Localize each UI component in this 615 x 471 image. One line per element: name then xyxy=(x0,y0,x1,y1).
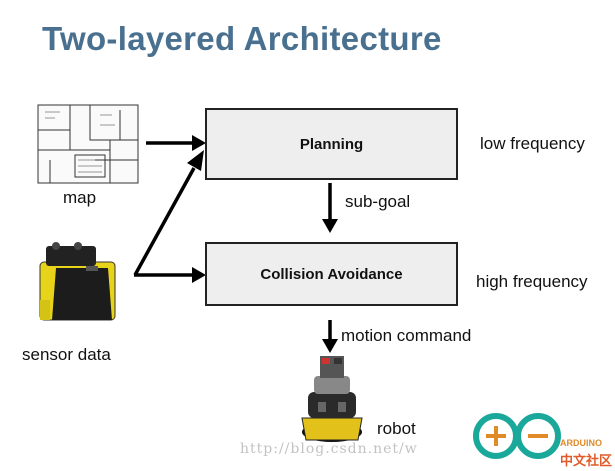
arrow-sensor-to-planning xyxy=(133,167,196,276)
watermark-url: http://blog.csdn.net/w xyxy=(240,441,418,457)
robot-label: robot xyxy=(377,419,416,438)
sub-goal-label: sub-goal xyxy=(345,192,411,211)
high-frequency-label: high frequency xyxy=(476,272,588,291)
arrow-head-sensor xyxy=(192,267,206,283)
arrows xyxy=(133,135,338,353)
map-floorplan-image xyxy=(37,104,139,184)
arduino-logo xyxy=(473,413,561,459)
logo-arduino-text: ARDUINO xyxy=(560,438,602,448)
laser-sensor-image xyxy=(39,242,116,321)
arrow-head-map xyxy=(192,135,206,151)
arrow-head-motion xyxy=(322,339,338,353)
map-label: map xyxy=(63,188,97,207)
low-frequency-label: low frequency xyxy=(480,134,585,153)
sensor-data-label: sensor data xyxy=(22,345,111,364)
arrow-head-diagonal xyxy=(187,150,204,171)
motion-command-label: motion command xyxy=(341,326,472,345)
arrow-head-subgoal xyxy=(322,219,338,233)
collision-avoidance-box: Collision Avoidance xyxy=(205,242,458,306)
logo-cn-text: 中文社区 xyxy=(560,453,613,468)
page-title: Two-layered Architecture xyxy=(42,20,442,57)
planning-box: Planning xyxy=(205,108,458,180)
robot-image xyxy=(301,356,363,442)
